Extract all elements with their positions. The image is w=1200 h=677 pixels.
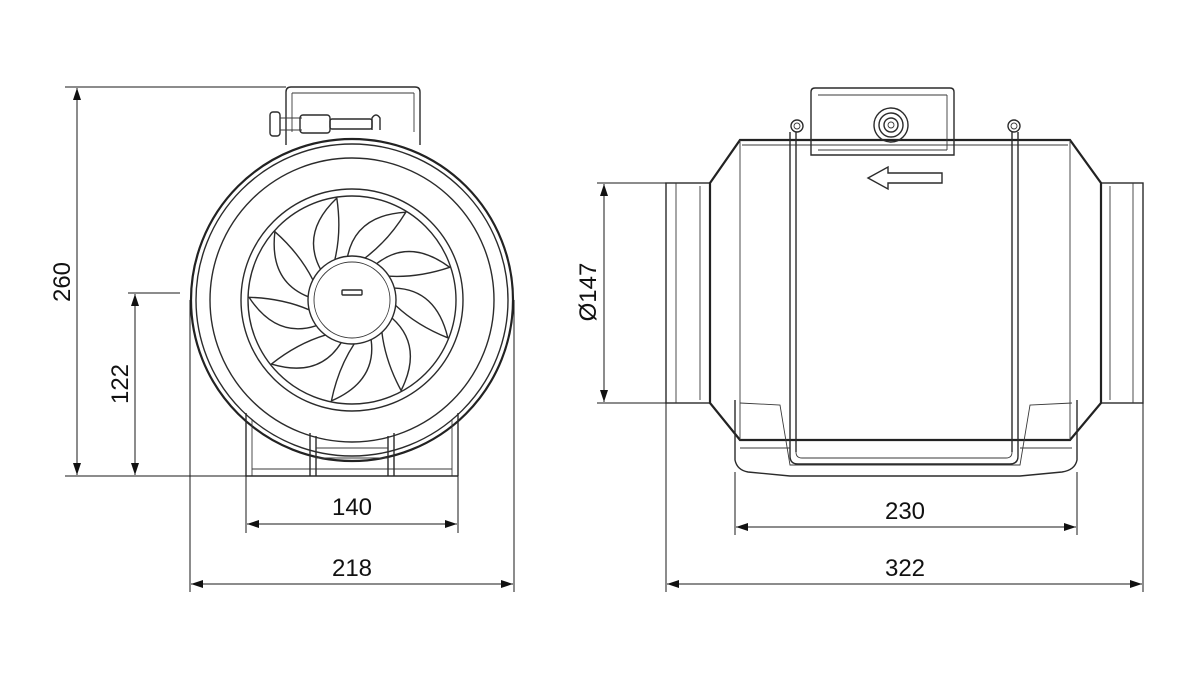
dim-total-length-label: 322 [885,555,925,582]
impeller-blade [312,196,340,270]
impeller-blade [330,339,373,403]
dim-height-total-label: 260 [49,262,76,302]
front-dimensions: 260 122 140 218 [49,86,515,592]
impeller-blade [376,250,452,278]
side-view [665,87,1144,477]
impeller-blade [247,296,317,330]
impeller-blade [269,334,342,369]
cable-gland-icon [873,107,909,143]
outlet-spigot [1100,182,1144,404]
clamp-band-left [789,119,1019,465]
dim-width-total-label: 218 [332,555,372,582]
dim-body-length-label: 230 [885,498,925,525]
impeller-blade [394,287,449,339]
front-view [189,86,515,477]
clamp-screw [269,111,381,137]
dim-diameter-label: Ø147 [575,263,602,322]
impeller-blade [381,317,412,393]
impeller-blade [346,211,408,259]
terminal-box-front [285,86,421,145]
terminal-box-side [810,87,955,156]
fan-body [708,138,1103,477]
airflow-arrow-icon [866,165,943,191]
impeller-blades [247,196,452,403]
mounting-foot [245,413,459,477]
inlet-spigot [665,182,711,404]
dim-base-width-label: 140 [332,494,372,521]
clamp-band-right [1007,119,1021,456]
impeller-blade [273,230,314,298]
impeller-hub [307,255,397,345]
side-dimensions: Ø147 230 322 [575,182,1144,592]
housing-rings [189,137,515,463]
dim-axis-height-label: 122 [107,364,134,404]
